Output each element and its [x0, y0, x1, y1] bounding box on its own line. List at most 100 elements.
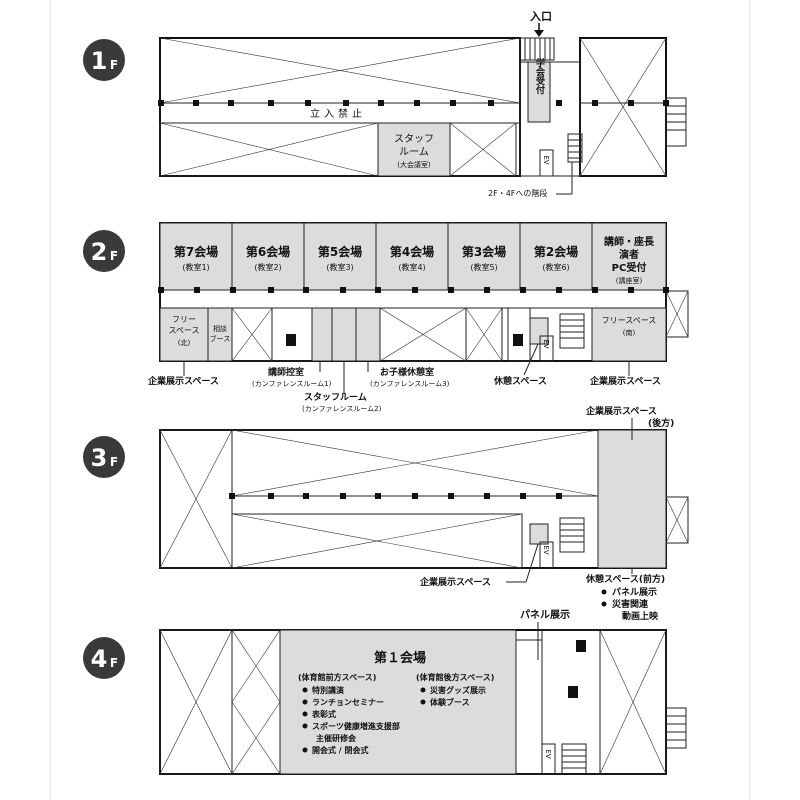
svg-text:(大会議室): (大会議室)	[397, 160, 431, 169]
svg-text:体験ブース: 体験ブース	[430, 697, 470, 707]
svg-text:(体育館前方スペース): (体育館前方スペース)	[298, 672, 376, 682]
svg-text:スポーツ健康増進支援部: スポーツ健康増進支援部	[312, 721, 400, 731]
svg-text:3: 3	[91, 444, 108, 472]
stairs-4f	[561, 743, 587, 775]
panel-label: パネル展示	[520, 609, 570, 621]
svg-text:演者: 演者	[619, 248, 639, 261]
svg-text:講師控室: 講師控室	[268, 366, 304, 378]
free-space-south	[591, 307, 667, 362]
entrance-arrow-icon	[534, 30, 544, 37]
svg-text:動画上映: 動画上映	[622, 610, 659, 622]
svg-text:災害グッズ展示: 災害グッズ展示	[429, 685, 486, 695]
svg-text:F: F	[110, 455, 118, 469]
svg-text:フリースペース: フリースペース	[602, 316, 657, 325]
svg-text:EV: EV	[542, 339, 550, 348]
main-hall-1[interactable]	[279, 629, 517, 775]
svg-text:(教室1): (教室1)	[182, 262, 209, 272]
stairs-1f	[567, 133, 583, 163]
elevator-1f	[539, 149, 554, 177]
no-entry-label: 立入禁止	[310, 107, 366, 120]
svg-text:(南): (南)	[623, 328, 636, 337]
svg-text:主催研修会: 主催研修会	[316, 733, 356, 743]
svg-text:フリー: フリー	[172, 315, 196, 324]
svg-text:スタッフ: スタッフ	[394, 133, 434, 145]
svg-text:スタッフルーム: スタッフルーム	[304, 391, 367, 403]
svg-text:(カンファレンスルーム2): (カンファレンスルーム2)	[302, 405, 382, 413]
svg-text:F: F	[110, 249, 118, 263]
exhibit-right-label: 企業展示スペース	[589, 375, 661, 387]
svg-text:特別講演: 特別講演	[312, 685, 344, 695]
svg-text:EV: EV	[542, 155, 550, 164]
exhibit-space-3f	[597, 429, 667, 569]
floor-3: 3 F EV 企業展示スペース (後方) 企業展示スペース 休憩スペ	[83, 405, 689, 622]
svg-text:表彰式: 表彰式	[311, 709, 336, 719]
svg-text:学会受付: 学会受付	[534, 57, 545, 95]
svg-text:開会式 / 閉会式: 開会式 / 閉会式	[312, 745, 369, 755]
svg-text:1: 1	[91, 47, 108, 75]
svg-text:(教室6): (教室6)	[542, 262, 569, 272]
elevator-3f	[539, 541, 554, 569]
svg-text:パネル展示: パネル展示	[612, 586, 657, 598]
svg-text:(教室3): (教室3)	[326, 262, 353, 272]
exhibit-left-label: 企業展示スペース	[147, 375, 219, 387]
rest-front-label: 休憩スペース(前方)	[585, 573, 665, 585]
svg-text:第6会場: 第6会場	[246, 244, 290, 259]
floor-1: 1 F 立入禁止 スタッフ ルーム (大会議室) 入口 学会受付 EV	[83, 10, 687, 198]
svg-text:相談: 相談	[213, 324, 227, 333]
hall-4[interactable]	[375, 222, 449, 291]
exhibit-back-label: 企業展示スペース	[585, 405, 657, 417]
stairs-2f	[559, 313, 585, 349]
restroom-icon	[286, 334, 296, 346]
svg-text:PC受付: PC受付	[612, 261, 647, 274]
restroom-icon	[568, 686, 578, 698]
stairs-note-label: 2F・4Fへの階段	[488, 188, 547, 198]
svg-text:EV: EV	[544, 749, 552, 758]
svg-text:(カンファレンスルーム3): (カンファレンスルーム3)	[370, 380, 450, 388]
hall-1-title: 第１会場	[374, 650, 426, 666]
hall-3[interactable]	[447, 222, 521, 291]
rest-space-label: 休憩スペース	[493, 375, 547, 387]
svg-text:ブース: ブース	[210, 334, 231, 343]
floor-4: 4 F パネル展示 EV 第１会場 (体育館前方スペース) 特別講演 ランチョン…	[83, 609, 687, 775]
svg-text:第3会場: 第3会場	[462, 244, 506, 259]
svg-text:(教室4): (教室4)	[398, 262, 425, 272]
svg-text:ルーム: ルーム	[399, 146, 429, 158]
svg-text:講師・座長: 講師・座長	[604, 235, 655, 248]
restroom-icon	[513, 334, 523, 346]
elevator-4f	[541, 743, 556, 775]
exhibit-bottom-label: 企業展示スペース	[419, 576, 491, 588]
hall-row-2f	[159, 222, 667, 291]
svg-text:4: 4	[91, 645, 108, 673]
svg-text:第5会場: 第5会場	[318, 244, 362, 259]
pc-reception[interactable]	[591, 222, 667, 291]
svg-text:災害関連: 災害関連	[611, 598, 649, 610]
svg-text:2: 2	[91, 238, 108, 266]
stairs-3f	[559, 517, 585, 553]
svg-text:(教室2): (教室2)	[254, 262, 281, 272]
svg-text:(北): (北)	[178, 339, 191, 347]
svg-text:第4会場: 第4会場	[390, 244, 434, 259]
rest-space-2f	[529, 317, 549, 345]
svg-text:スペース: スペース	[168, 326, 199, 335]
floor-badge-4f: 4 F	[83, 637, 125, 679]
svg-text:F: F	[110, 58, 118, 72]
elevator-2f	[539, 335, 554, 362]
svg-text:(講座室): (講座室)	[616, 276, 643, 285]
svg-text:F: F	[110, 656, 118, 670]
floor-2: 2 F 第7会場 (教室1) 第6会場 (教室2) 第5会場 (教室3) 第4会…	[83, 222, 689, 413]
hall-2[interactable]	[519, 222, 593, 291]
restroom-icon	[576, 640, 586, 652]
panel-exhibit-area	[515, 639, 543, 775]
svg-text:(体育館後方スペース): (体育館後方スペース)	[416, 672, 494, 682]
svg-text:(後方): (後方)	[648, 417, 674, 429]
floor-badge-1f: 1 F	[83, 39, 125, 81]
floor-badge-2f: 2 F	[83, 230, 125, 272]
hall-6[interactable]	[231, 222, 305, 291]
svg-text:EV: EV	[542, 545, 550, 554]
exhibit-small-3f	[529, 523, 549, 545]
svg-text:お子様休憩室: お子様休憩室	[380, 366, 434, 378]
staff-room-1f	[377, 122, 451, 177]
floor-badge-3f: 3 F	[83, 436, 125, 478]
svg-text:第7会場: 第7会場	[174, 244, 218, 259]
